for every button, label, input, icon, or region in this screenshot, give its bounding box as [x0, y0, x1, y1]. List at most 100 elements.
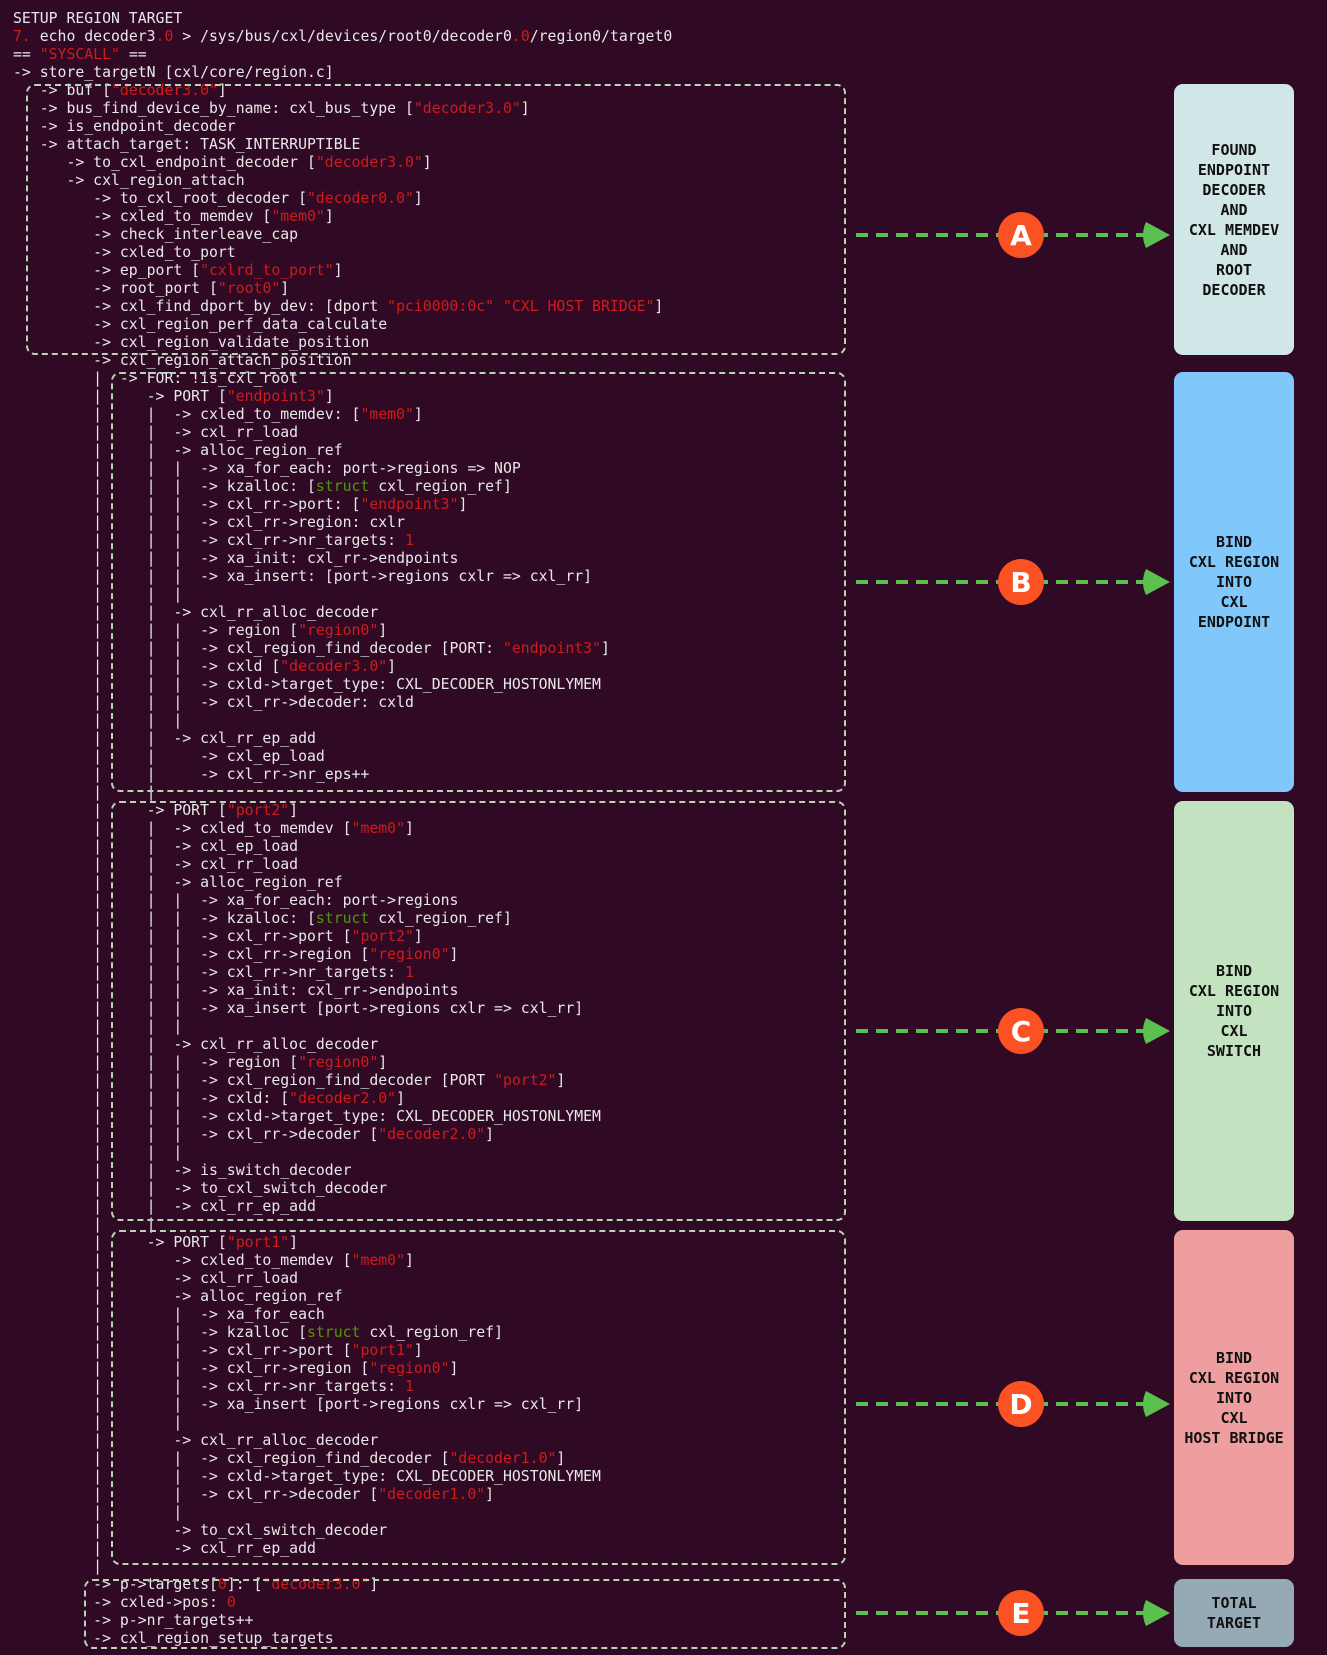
- code-text: | |: [13, 784, 156, 801]
- code-text: ==: [119, 46, 147, 63]
- code-line: | | -> is_switch_decoder: [13, 1162, 672, 1180]
- arrowhead-icon: [1143, 222, 1170, 248]
- code-line: -> cxl_region_perf_data_calculate: [13, 316, 672, 334]
- code-string-value: "cxlrd_to_port": [200, 262, 334, 279]
- code-text: |: [13, 1558, 103, 1575]
- code-text: ]: [217, 82, 227, 99]
- code-text: | | -> cxl_rr->decoder [: [13, 1486, 379, 1503]
- code-text: | | | -> region [: [13, 622, 299, 639]
- connector-b: B: [856, 559, 1170, 605]
- code-line: | | | -> xa_init: cxl_rr->endpoints: [13, 982, 672, 1000]
- code-line: | | -> cxl_rr_load: [13, 856, 672, 874]
- code-text: | | | -> cxld: [: [13, 1090, 290, 1107]
- code-line: | | -> cxl_rr_alloc_decoder: [13, 1036, 672, 1054]
- code-line: -> cxl_region_attach_position: [13, 352, 672, 370]
- code-text: -> cxl_find_dport_by_dev: [dport: [13, 298, 388, 315]
- code-line: | | | -> xa_for_each: port->regions => N…: [13, 460, 672, 478]
- code-string-value: 1: [404, 964, 414, 981]
- connector-c: C: [856, 1008, 1170, 1054]
- code-line: | | | -> cxl_rr->region ["region0"]: [13, 946, 672, 964]
- code-line: -> cxl_region_setup_targets: [13, 1630, 672, 1648]
- code-line: | | -> cxl_rr_ep_add: [13, 1198, 672, 1216]
- code-text: | | | -> cxl_rr->port [: [13, 928, 352, 945]
- code-line: -> to_cxl_endpoint_decoder ["decoder3.0"…: [13, 154, 672, 172]
- code-text: | | |: [13, 1018, 183, 1035]
- code-text: | | -> cxl_rr->nr_targets:: [13, 1378, 405, 1395]
- code-text: | -> FOR: !is_cxl_root: [13, 370, 299, 387]
- code-text: | | | -> cxl_rr->decoder [: [13, 1126, 379, 1143]
- code-line: | | -> alloc_region_ref: [13, 874, 672, 892]
- code-string-value: "port2": [351, 928, 414, 945]
- code-line: -> bus_find_device_by_name: cxl_bus_type…: [13, 100, 672, 118]
- code-line: | -> alloc_region_ref: [13, 1288, 672, 1306]
- code-string-value: "decoder1.0": [449, 1450, 557, 1467]
- code-text: | -> cxl_rr_alloc_decoder: [13, 1432, 379, 1449]
- code-text: -> cxl_region_attach_position: [13, 352, 352, 369]
- code-text: SETUP REGION TARGET: [13, 10, 183, 27]
- code-text: > /sys/bus/cxl/devices/root0/decoder0: [173, 28, 512, 45]
- code-text: | -> cxled_to_memdev [: [13, 1252, 352, 1269]
- code-line: -> cxled_to_memdev ["mem0"]: [13, 208, 672, 226]
- code-text: ]: [458, 496, 468, 513]
- code-text: ]: [485, 1486, 495, 1503]
- code-keyword: struct: [306, 1324, 361, 1341]
- code-line: | | -> cxl_rr->decoder ["decoder1.0"]: [13, 1486, 672, 1504]
- code-text: | | | -> xa_for_each: port->regions => N…: [13, 460, 521, 477]
- code-text: | | -> cxl_rr_alloc_decoder: [13, 1036, 379, 1053]
- code-text: -> check_interleave_cap: [13, 226, 299, 243]
- code-text: | | | -> kzalloc: [: [13, 478, 316, 495]
- code-text: -> cxl_region_perf_data_calculate: [13, 316, 388, 333]
- code-text: -> store_targetN [cxl/core/region.c]: [13, 64, 334, 81]
- code-text: | | |: [13, 712, 183, 729]
- code-string-value: "port1": [351, 1342, 414, 1359]
- code-line: 7. echo decoder3.0 > /sys/bus/cxl/device…: [13, 28, 672, 46]
- code-text: | |: [13, 1414, 183, 1431]
- code-text: | | -> cxl_rr_load: [13, 424, 299, 441]
- code-text: -> p->nr_targets++: [13, 1612, 254, 1629]
- code-text: | -> PORT [: [13, 1234, 227, 1251]
- arrowhead-icon: [1143, 1018, 1170, 1044]
- code-line: | | | -> xa_insert [port->regions cxlr =…: [13, 1000, 672, 1018]
- code-text: -> cxled_to_memdev [: [13, 208, 272, 225]
- code-text: -> buf [: [13, 82, 111, 99]
- arrowhead-icon: [1143, 1600, 1170, 1626]
- code-text: | | -> cxl_rr->nr_eps++: [13, 766, 370, 783]
- code-line: | | -> kzalloc [struct cxl_region_ref]: [13, 1324, 672, 1342]
- code-string-value: "decoder0.0": [306, 190, 414, 207]
- code-string-value: 1: [404, 1378, 414, 1395]
- code-string-value: 7.: [13, 28, 31, 45]
- code-text: ]: [413, 928, 423, 945]
- code-line: -> cxl_find_dport_by_dev: [dport "pci000…: [13, 298, 672, 316]
- step-badge: [998, 559, 1044, 605]
- code-line: | |: [13, 1216, 672, 1234]
- code-text: | | -> cxl_rr->port [: [13, 1342, 352, 1359]
- code-line: | | | -> region ["region0"]: [13, 1054, 672, 1072]
- code-text: ]: [387, 658, 397, 675]
- code-text: | | -> cxld->target_type: CXL_DECODER_HO…: [13, 1468, 601, 1485]
- code-string-value: "root0": [217, 280, 281, 297]
- code-line: | | |: [13, 712, 672, 730]
- code-text: echo decoder3: [30, 28, 156, 45]
- code-text: | | | -> xa_insert: [port->regions cxlr …: [13, 568, 593, 585]
- code-text: | | -> cxl_rr_load: [13, 856, 299, 873]
- code-text: | | | -> kzalloc: [: [13, 910, 316, 927]
- code-text: ]: [600, 640, 610, 657]
- code-text: | | -> cxl_rr->region [: [13, 1360, 370, 1377]
- code-text: ]: [404, 1252, 414, 1269]
- code-text: ]: [378, 1054, 388, 1071]
- code-line: -> cxl_region_attach: [13, 172, 672, 190]
- code-text: -> cxl_region_setup_targets: [13, 1630, 334, 1647]
- code-line: -> is_endpoint_decoder: [13, 118, 672, 136]
- code-line: | | | -> cxld->target_type: CXL_DECODER_…: [13, 1108, 672, 1126]
- step-panel-c: BIND CXL REGION INTO CXL SWITCH: [1174, 801, 1294, 1221]
- code-string-value: 0: [217, 1576, 227, 1593]
- code-line: | | |: [13, 1018, 672, 1036]
- code-text: | -> alloc_region_ref: [13, 1288, 343, 1305]
- code-text: ]: [396, 1090, 405, 1107]
- step-badge-letter: C: [1011, 1015, 1032, 1048]
- code-line: | |: [13, 1414, 672, 1432]
- code-line: -> buf ["decoder3.0"]: [13, 82, 672, 100]
- code-text: ]: [556, 1450, 566, 1467]
- code-line: -> ep_port ["cxlrd_to_port"]: [13, 262, 672, 280]
- code-string-value: "decoder3.0": [280, 658, 388, 675]
